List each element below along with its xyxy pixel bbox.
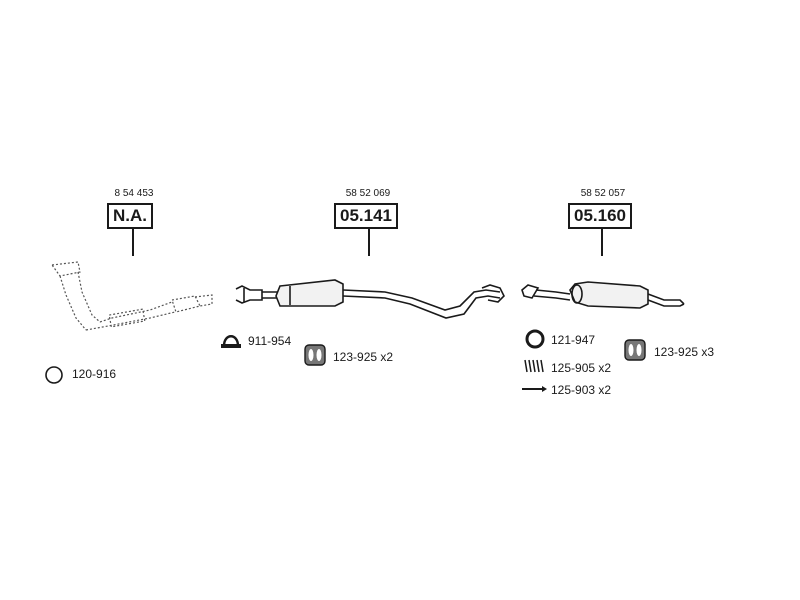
part-number: 123-925 x2	[333, 350, 394, 364]
oem-number: 8 54 453	[114, 188, 154, 199]
leader-line	[368, 228, 370, 256]
bolt-icon	[522, 386, 547, 392]
part-number: 911-954	[248, 334, 292, 348]
rear-muffler-pipe	[521, 281, 685, 309]
part-code-box[interactable]: 05.141	[334, 203, 398, 229]
part-number: 121-947	[551, 333, 596, 347]
part-number: 120-916	[72, 367, 117, 381]
part-number: 125-905 x2	[551, 361, 612, 375]
leader-line	[132, 228, 134, 256]
ring-gasket-icon	[525, 329, 545, 349]
part-number: 125-903 x2	[551, 383, 612, 397]
oem-number: 58 52 069	[345, 188, 391, 199]
front-pipe-outline	[50, 261, 213, 331]
oem-number: 58 52 057	[580, 188, 626, 199]
part-number: 123-925 x3	[654, 345, 715, 359]
ring-gasket-icon	[45, 366, 63, 384]
rubber-hanger-icon	[304, 344, 326, 366]
part-code-box[interactable]: N.A.	[107, 203, 153, 229]
spring-icon	[524, 359, 544, 373]
part-code-box[interactable]: 05.160	[568, 203, 632, 229]
front-muffler-pipe	[235, 279, 505, 319]
leader-line	[601, 228, 603, 256]
clamp-icon	[221, 335, 241, 348]
rubber-hanger-icon	[624, 339, 646, 361]
